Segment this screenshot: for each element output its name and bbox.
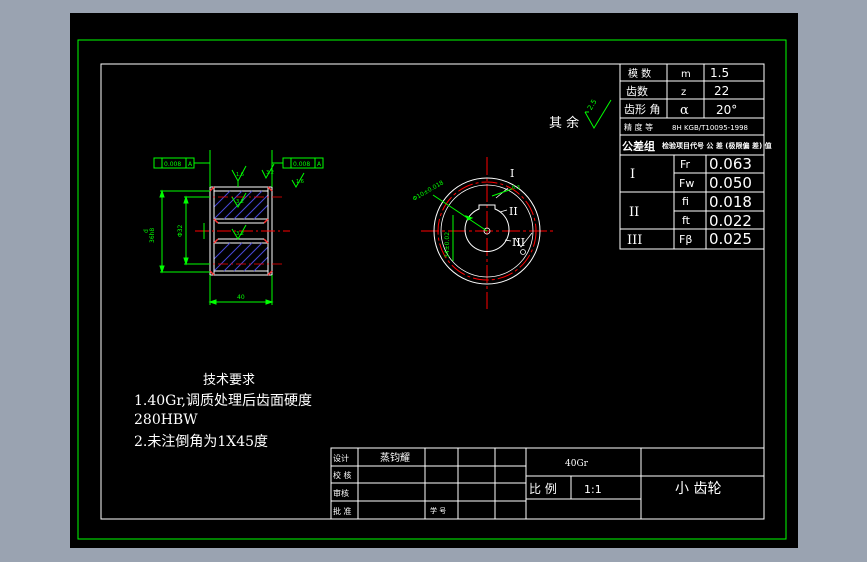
roughness-2: 3.2 <box>266 170 274 176</box>
group-label-1: I <box>630 167 635 182</box>
dim-inner: Φ32 <box>177 224 184 237</box>
title-block <box>330 447 765 520</box>
root-circle <box>440 184 534 278</box>
param-sym-pressure-angle: α <box>680 103 689 118</box>
review-label: 审核 <box>333 488 349 498</box>
side-roughness: 6.3 <box>512 185 520 191</box>
tol-val-fbeta: 0.025 <box>709 230 752 248</box>
gear-parameter-table <box>619 63 765 250</box>
notes-line-3: 2.未注倒角为1X45度 <box>134 434 268 450</box>
tol-header-group: 公差组 <box>622 139 655 153</box>
tol-val-fw: 0.050 <box>709 174 752 192</box>
designer-name: 蒸钧耀 <box>380 452 410 464</box>
rest-roughness-symbol <box>584 99 612 129</box>
notes-title: 技术要求 <box>203 373 255 388</box>
tol-val-ft: 0.022 <box>709 212 752 230</box>
param-val-module: 1.5 <box>710 66 729 80</box>
gear-side-view: I II III Φ10±0.018 34±0.02 6.3 <box>412 157 553 309</box>
approve-label: 批 准 <box>333 506 352 516</box>
tol-header-items: 检验项目代号 公 差 (极限偏 差) 值 <box>662 141 772 150</box>
param-val-pressure-angle: 20° <box>716 103 737 117</box>
param-name-module: 模 数 <box>628 67 651 80</box>
notes-line-1: 1.40Gr,调质处理后齿面硬度 <box>134 393 312 409</box>
param-name-pressure-angle: 齿形 角 <box>624 103 661 116</box>
part-name: 小 齿轮 <box>675 481 721 497</box>
gt-left-ref: A <box>188 161 193 168</box>
view-label-3: III <box>512 236 525 249</box>
view-label-2: II <box>509 205 518 218</box>
technical-notes: 技术要求 1.40Gr,调质处理后齿面硬度 280HBW 2.未注倒角为1X45… <box>134 373 312 450</box>
gt-frame-left <box>153 150 211 187</box>
group-label-2: II <box>629 205 639 220</box>
notes-line-2: 280HBW <box>134 412 198 428</box>
tol-val-fi: 0.018 <box>709 193 752 211</box>
rest-roughness: 其 余 2.5 <box>549 98 612 131</box>
roughness-5: 3.2 <box>236 231 244 237</box>
material: 40Gr <box>565 459 589 469</box>
title-block-text: 设计 蒸钧耀 校 核 审核 批 准 学 号 40Gr 比 例 1:1 小 齿轮 <box>333 452 721 516</box>
tol-sym-fi: fi <box>682 195 689 208</box>
tol-sym-fbeta: Fβ <box>679 233 692 246</box>
roughness-3: 1.6 <box>296 179 304 185</box>
tol-val-fr: 0.063 <box>709 155 752 173</box>
view-label-1: I <box>510 167 514 180</box>
accuracy-value: 8H KGB/T10095-1998 <box>672 124 748 132</box>
gear-section-view: 0.008 A 0.008 A 1.6 3.2 1.6 3.2 3.2 <box>143 150 324 305</box>
dim-width: 40 <box>237 294 245 301</box>
tol-sym-fr: Fr <box>680 158 691 171</box>
outer-frame <box>77 39 787 540</box>
dim-da: d <box>143 229 150 233</box>
gt-right-ref: A <box>317 161 322 168</box>
parameter-rows: 模 数 m 1.5 齿数 z 22 齿形 角 α 20° 精 度 等 8H KG… <box>622 66 772 248</box>
gt-right-value: 0.008 <box>293 161 310 168</box>
group-label-3: III <box>627 233 642 248</box>
bore-with-keyway <box>464 204 510 252</box>
gt-left-value: 0.008 <box>164 161 181 168</box>
dim-outer: 36h8 <box>149 228 156 243</box>
tol-sym-fw: Fw <box>679 177 694 190</box>
design-label: 设计 <box>333 453 349 463</box>
param-val-teeth: 22 <box>714 84 729 98</box>
pitch-circle <box>437 181 537 281</box>
param-sym-teeth: z <box>681 87 686 98</box>
outer-circle <box>433 177 541 285</box>
accuracy-label: 精 度 等 <box>624 122 653 132</box>
side-dim-bore: 34±0.02 <box>444 232 451 258</box>
student-label: 学 号 <box>430 506 446 515</box>
scale-label: 比 例 <box>529 482 557 496</box>
roughness-4: 3.2 <box>236 199 244 205</box>
param-name-teeth: 齿数 <box>626 85 648 98</box>
check-label: 校 核 <box>333 470 352 480</box>
tol-sym-ft: ft <box>682 214 691 227</box>
drawing-canvas <box>70 13 798 548</box>
scale-value: 1:1 <box>584 483 602 496</box>
param-sym-module: m <box>681 69 691 80</box>
roughness-1: 1.6 <box>236 172 244 178</box>
rest-roughness-label: 其 余 <box>549 115 579 131</box>
